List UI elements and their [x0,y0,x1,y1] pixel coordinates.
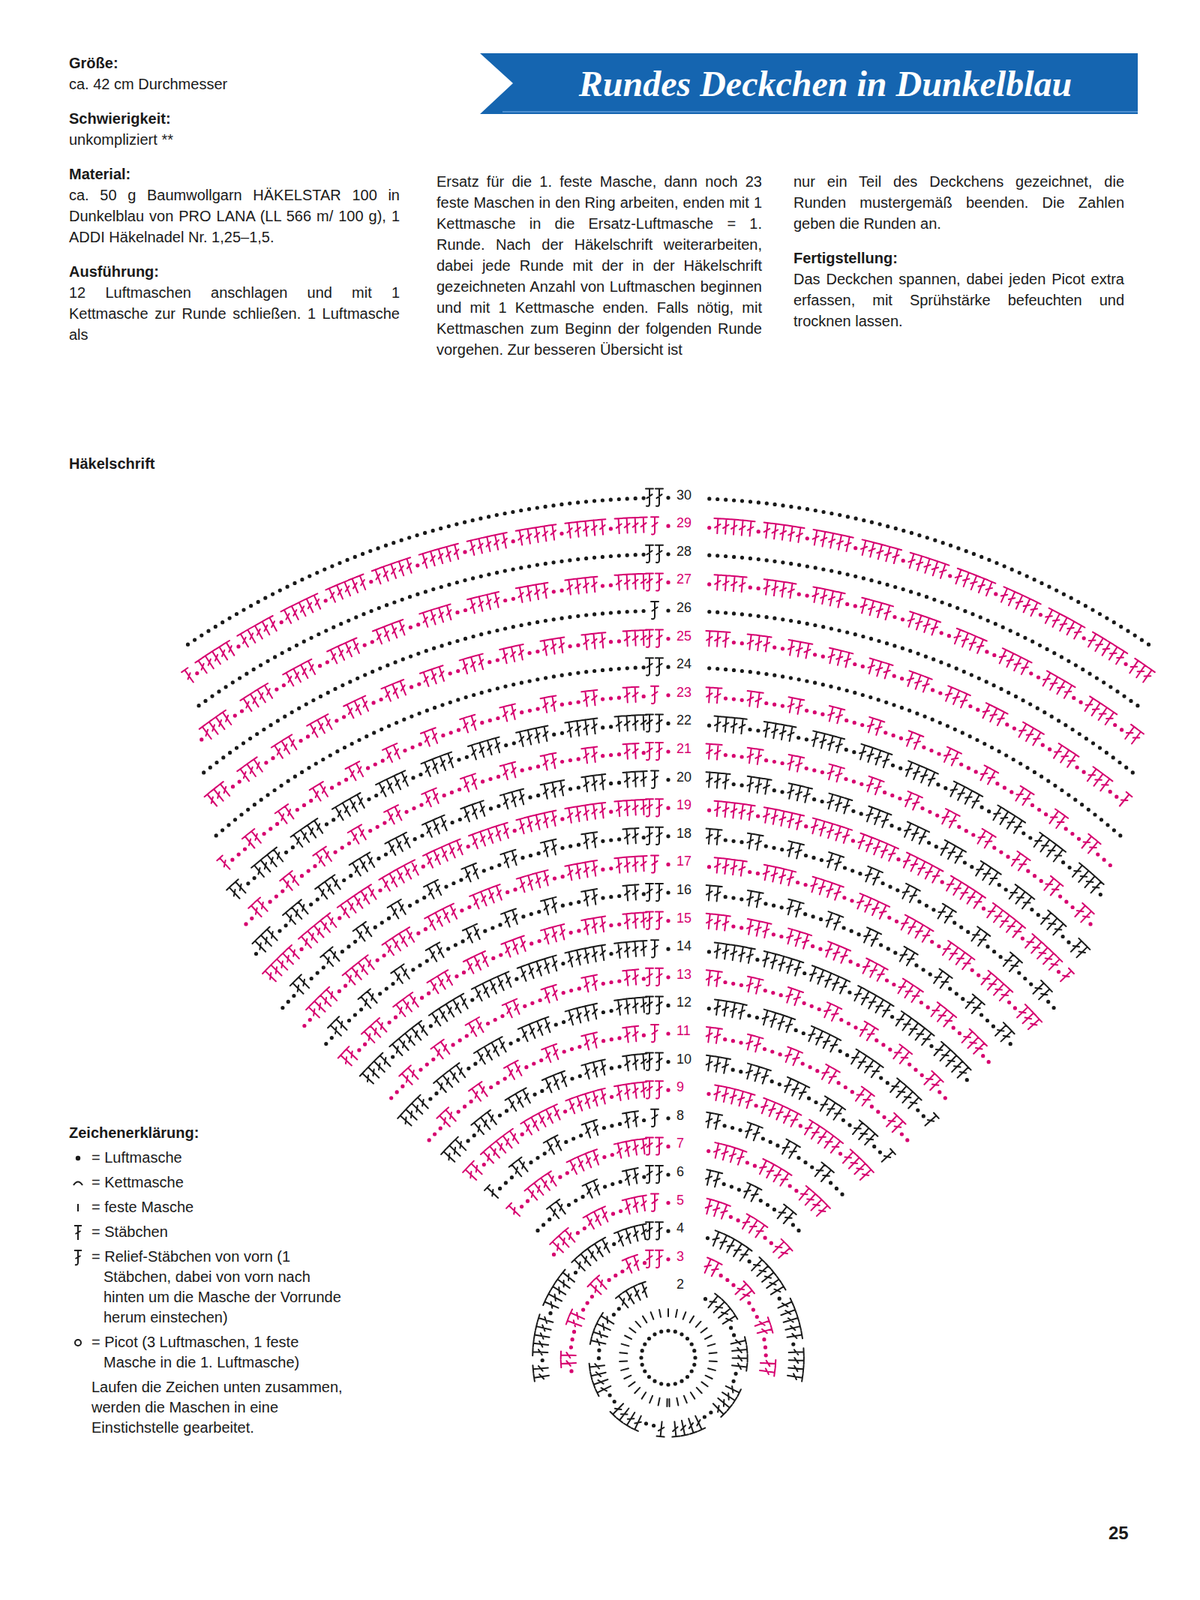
legend-text: = Relief-Stäbchen von vorn (1 Stäbchen, … [91,1246,354,1328]
round-number: 3 [675,1248,686,1265]
round-number: 26 [675,599,693,616]
body-text: unkompliziert ** [69,129,400,150]
legend-text: = Picot (3 Luftmaschen, 1 feste Masche i… [91,1332,354,1373]
round-number: 7 [675,1134,686,1152]
round-number: 22 [675,711,693,729]
legend-text: = Kettmasche [91,1172,354,1193]
legend-text: = Luftmasche [91,1147,354,1168]
round-number: 20 [675,768,693,786]
chain-dots [186,495,1151,1428]
legend-symbol [69,1246,87,1267]
round-number: 30 [675,486,693,504]
body-text: ca. 50 g Baumwollgarn HÄKELSTAR 100 in D… [69,184,400,248]
legend: Zeichenerklärung: = Luftmasche = Kettmasch… [69,1122,354,1438]
round-number: 21 [675,740,693,757]
round-number: 16 [675,881,693,898]
legend-heading: Zeichenerklärung: [69,1122,354,1143]
chain-dots [195,524,1128,1374]
banner-line [502,111,1138,113]
section-heading: Material: [69,163,400,185]
section-heading: Größe: [69,52,400,74]
body-text: 12 Luftmaschen anschlagen und mit 1 Kett… [69,282,400,345]
legend-symbol [69,1147,87,1168]
page-number-box: 25 [1108,1522,1154,1544]
round-number: 8 [675,1107,686,1124]
legend-note: Laufen die Zeichen unten zusammen, werde… [91,1377,354,1438]
round-number: 10 [675,1050,693,1068]
body-text: nur ein Teil des Deckchens gezeichnet, d… [793,171,1125,234]
round-number: 11 [675,1022,693,1039]
body-text: ca. 42 cm Durchmesser [69,73,400,95]
round-number: 24 [675,655,693,672]
legend-row: = feste Masche [69,1197,354,1218]
body-text: Ersatz für die 1. feste Masche, dann noc… [436,171,762,360]
title: Rundes Deckchen in Dunkelblau [525,53,1126,114]
round-number: 17 [675,852,693,870]
section-heading: Fertigstellung: [793,247,1125,269]
round-number: 19 [675,796,693,813]
legend-row: = Picot (3 Luftmaschen, 1 feste Masche i… [69,1332,354,1373]
round-number: 27 [675,570,693,588]
round-number: 15 [675,909,693,927]
legend-row: = Kettmasche [69,1172,354,1193]
legend-row: = Stäbchen [69,1221,354,1242]
text-column: Größe:ca. 42 cm DurchmesserSchwierigkeit… [69,52,400,345]
round-number: 9 [675,1078,686,1095]
legend-symbol [69,1172,87,1193]
legend-text: = Stäbchen [91,1221,354,1242]
title-banner: Rundes Deckchen in Dunkelblau [480,53,1138,114]
round-number: 5 [675,1191,686,1209]
round-number: 28 [675,543,693,560]
round-number: 4 [675,1219,686,1236]
legend-text: = feste Masche [91,1197,354,1218]
banner-fill [480,53,1138,114]
round-number: 29 [675,514,693,531]
page-number: 25 [1108,1522,1154,1544]
body-text: Das Deckchen spannen, dabei jeden Picot … [793,268,1125,332]
stitch-symbols [181,516,1155,1376]
round-number: 23 [675,684,693,701]
round-number: 2 [675,1275,686,1293]
text-column: nur ein Teil des Deckchens gezeichnet, d… [793,171,1125,332]
legend-row: = Relief-Stäbchen von vorn (1 Stäbchen, … [69,1246,354,1328]
round-number: 25 [675,627,693,645]
round-number: 12 [675,993,693,1011]
round-number: 13 [675,966,693,983]
round-number: 14 [675,937,693,954]
chart-heading-box: Häkelschrift [69,453,369,474]
legend-symbol [69,1221,87,1242]
round-number: 6 [675,1163,686,1180]
section-heading: Ausführung: [69,261,400,282]
chart-heading: Häkelschrift [69,453,369,474]
text-column: Ersatz für die 1. feste Masche, dann noc… [436,171,762,360]
legend-row: = Luftmasche [69,1147,354,1168]
round-number: 18 [675,825,693,842]
section-heading: Schwierigkeit: [69,108,400,129]
legend-symbol [69,1332,87,1353]
legend-symbol [69,1197,87,1218]
